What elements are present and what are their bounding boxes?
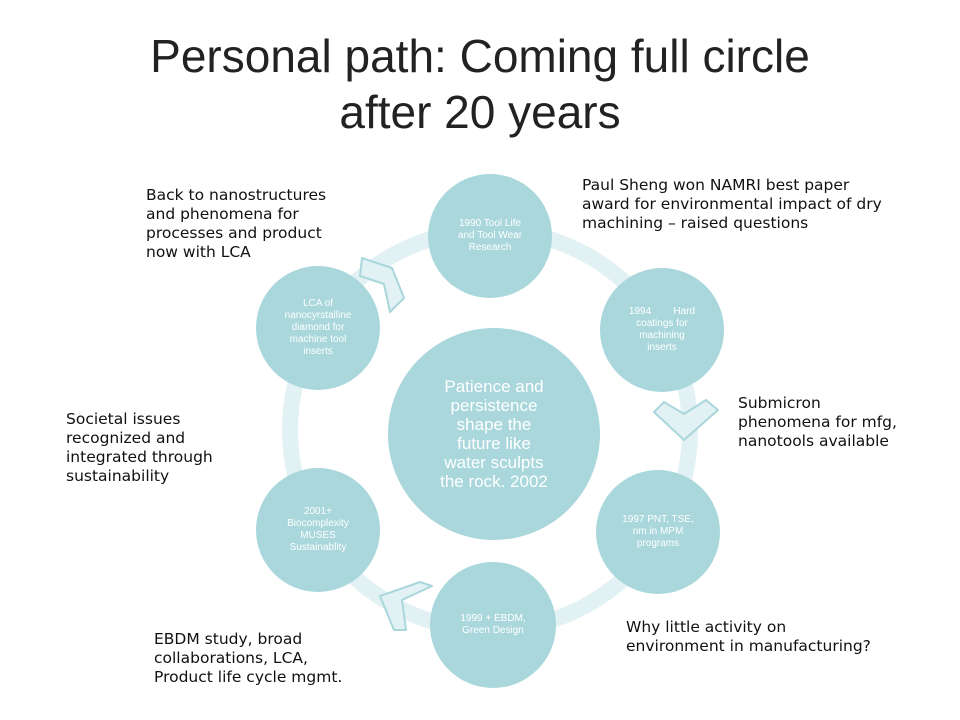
note-top-right-line-2: award for environmental impact of dry [582, 195, 882, 213]
node-lca-line-3: diamond for [291, 322, 345, 333]
note-bottom-left-line-2: collaborations, LCA, [154, 649, 308, 667]
slide-title: Personal path: Coming full circle after … [0, 28, 960, 140]
node-1994-line-1: 1994 Hard [628, 306, 696, 317]
note-top-left-line-3: processes and product [146, 224, 322, 242]
note-mid-left: Societal issues recognized and integrate… [66, 410, 213, 486]
note-mid-left-line-3: integrated through [66, 448, 213, 466]
node-1994-line-2: coatings for [636, 318, 688, 329]
center-text: Patience and persistence shape the futur… [440, 377, 548, 491]
node-lca-nanocrystalline: LCA of nanocyrstalline diamond for machi… [256, 266, 380, 390]
title-line-1: Personal path: Coming full circle [150, 30, 810, 82]
note-mid-right-line-2: phenomena for mfg, [738, 413, 897, 431]
chevron-arrow-bottom-left [379, 581, 433, 631]
node-1999-ebdm: 1999 + EBDM, Green Design [430, 562, 556, 688]
node-2001-line-4: Sustainablity [289, 542, 347, 553]
node-1997-pnt-tse: 1997 PNT, TSE, nm in MPM programs [596, 470, 720, 594]
node-1990-line-3: Research [468, 242, 512, 253]
title-line-2: after 20 years [339, 86, 621, 138]
note-mid-right-line-3: nanotools available [738, 432, 889, 450]
note-bottom-left: EBDM study, broad collaborations, LCA, P… [154, 630, 342, 687]
node-1994-line-4: inserts [647, 342, 677, 353]
center-circle: Patience and persistence shape the futur… [388, 328, 600, 540]
note-bottom-right-line-1: Why little activity on [626, 618, 787, 636]
note-top-right: Paul Sheng won NAMRI best paper award fo… [582, 176, 882, 233]
node-lca-line-5: inserts [303, 346, 333, 357]
chevron-arrow-top-left [359, 257, 405, 313]
note-top-left-line-1: Back to nanostructures [146, 186, 327, 204]
node-1994-line-3: machining [639, 330, 685, 341]
node-1990-line-1: 1990 Tool Life [458, 218, 522, 229]
center-line-4: future like [457, 434, 531, 453]
note-bottom-right: Why little activity on environment in ma… [626, 618, 871, 656]
note-mid-left-line-4: sustainability [66, 467, 170, 485]
node-1997-line-1: 1997 PNT, TSE, [622, 514, 694, 525]
note-top-left: Back to nanostructures and phenomena for… [146, 186, 326, 262]
chevron-arrow-right [653, 399, 719, 441]
node-2001-line-2: Biocomplexity [287, 518, 349, 529]
note-top-right-line-1: Paul Sheng won NAMRI best paper [582, 176, 850, 194]
node-1994-hard-coatings: 1994 Hard coatings for machining inserts [600, 268, 724, 392]
note-mid-right: Submicron phenomena for mfg, nanotools a… [738, 394, 897, 451]
note-bottom-left-line-3: Product life cycle mgmt. [154, 668, 343, 686]
note-mid-right-line-1: Submicron [738, 394, 821, 412]
note-top-left-line-4: now with LCA [146, 243, 251, 261]
note-mid-left-line-1: Societal issues [66, 410, 181, 428]
note-mid-left-line-2: recognized and [66, 429, 186, 447]
node-lca-line-2: nanocyrstalline [284, 310, 352, 321]
center-line-5: water sculpts [444, 453, 544, 472]
node-1990-line-2: and Tool Wear [457, 230, 523, 241]
node-2001-line-1: 2001+ [303, 506, 333, 517]
center-line-3: shape the [456, 415, 532, 434]
note-bottom-left-line-1: EBDM study, broad [154, 630, 303, 648]
node-lca-line-1: LCA of [302, 298, 334, 309]
note-top-left-line-2: and phenomena for [146, 205, 299, 223]
center-line-1: Patience and [444, 377, 544, 396]
node-lca-line-4: machine tool [289, 334, 347, 345]
note-bottom-right-line-2: environment in manufacturing? [626, 637, 871, 655]
center-line-2: persistence [450, 396, 538, 415]
node-2001-biocomplexity: 2001+ Biocomplexity MUSES Sustainablity [256, 468, 380, 592]
node-1997-line-3: programs [636, 538, 680, 549]
note-top-right-line-3: machining – raised questions [582, 214, 809, 232]
center-line-6: the rock. 2002 [440, 472, 548, 491]
node-1990-tool-life: 1990 Tool Life and Tool Wear Research [428, 174, 552, 298]
node-2001-line-3: MUSES [300, 530, 336, 541]
node-1999-line-1: 1999 + EBDM, [460, 613, 526, 624]
node-1999-line-2: Green Design [462, 625, 524, 636]
node-1997-line-2: nm in MPM [632, 526, 684, 537]
